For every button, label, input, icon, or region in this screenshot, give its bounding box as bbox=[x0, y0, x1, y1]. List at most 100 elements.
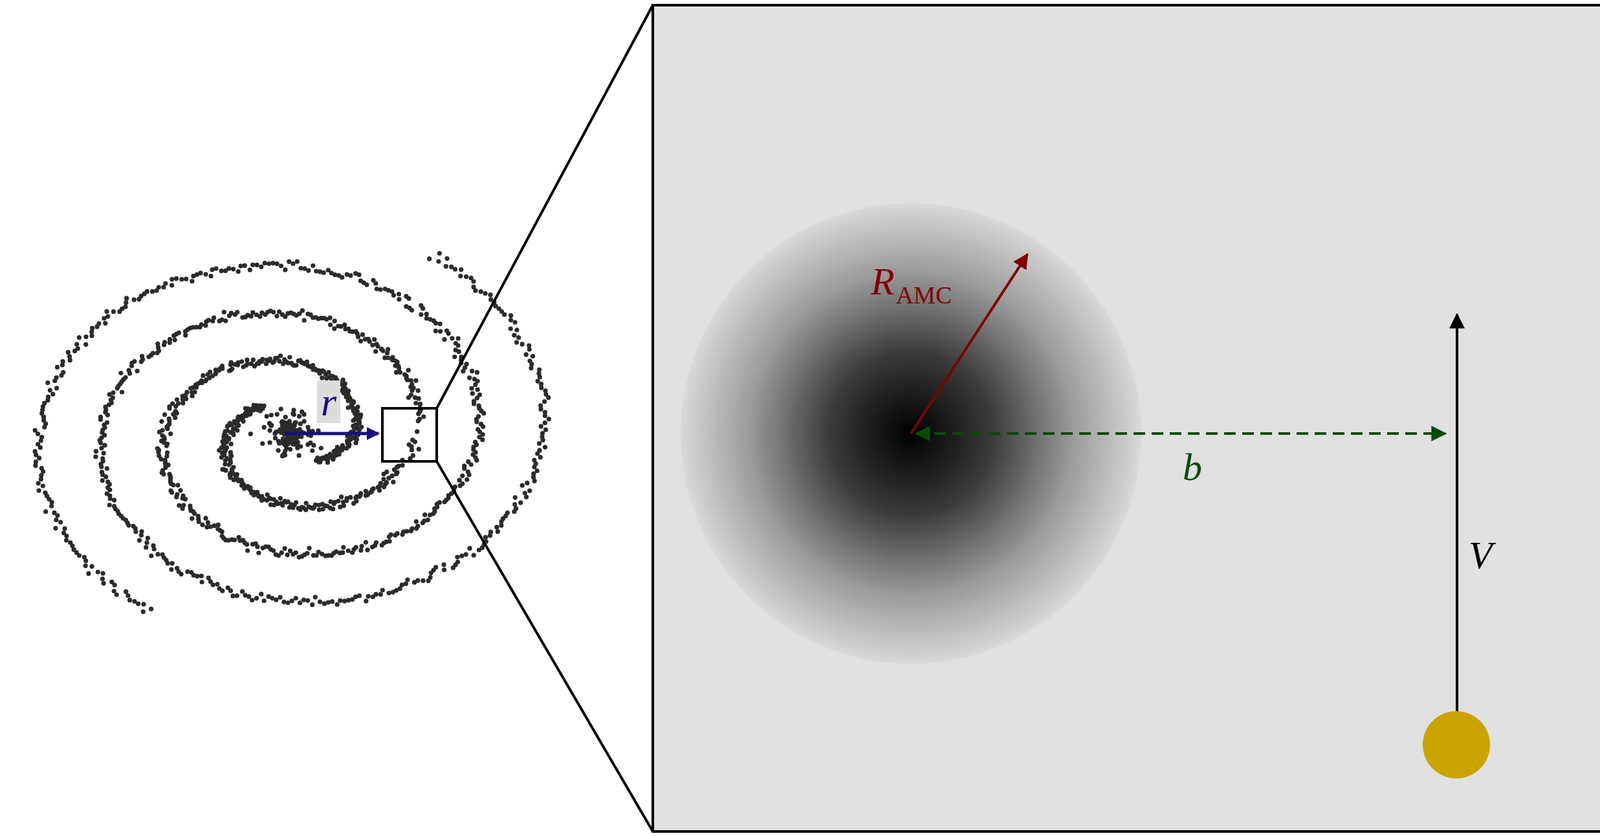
star-dot bbox=[472, 439, 478, 445]
star-dot bbox=[228, 362, 233, 367]
star-dot bbox=[358, 278, 363, 283]
star-dot bbox=[107, 502, 112, 508]
star-dot bbox=[210, 582, 216, 587]
star-dot bbox=[172, 415, 178, 420]
star-dot bbox=[346, 548, 351, 554]
star-dot bbox=[396, 291, 402, 297]
star-dot bbox=[269, 412, 274, 418]
star-dot bbox=[125, 593, 131, 598]
star-dot bbox=[370, 278, 376, 283]
star-dot bbox=[276, 448, 281, 453]
star-dot bbox=[456, 335, 461, 341]
star-dot bbox=[281, 451, 286, 457]
star-dot bbox=[278, 263, 284, 268]
star-dot bbox=[74, 342, 79, 347]
star-dot bbox=[319, 375, 325, 380]
star-dot bbox=[293, 500, 299, 505]
star-dot bbox=[328, 322, 333, 327]
star-dot bbox=[127, 371, 132, 376]
star-dot bbox=[93, 449, 99, 454]
star-dot bbox=[390, 473, 395, 479]
star-dot bbox=[154, 350, 160, 356]
star-dot bbox=[168, 431, 173, 437]
star-dot bbox=[112, 582, 118, 588]
star-dot bbox=[296, 358, 301, 363]
star-dot bbox=[219, 454, 224, 460]
star-dot bbox=[143, 544, 149, 550]
star-dot bbox=[54, 364, 60, 370]
star-dot bbox=[83, 342, 88, 347]
star-dot bbox=[170, 482, 176, 488]
star-dot bbox=[282, 267, 288, 272]
star-dot bbox=[366, 593, 371, 599]
star-dot bbox=[104, 309, 109, 314]
star-dot bbox=[277, 427, 283, 432]
star-dot bbox=[358, 547, 363, 553]
star-dot bbox=[165, 560, 171, 566]
star-dot bbox=[101, 580, 107, 586]
star-dot bbox=[463, 361, 469, 367]
star-dot bbox=[460, 481, 465, 486]
star-dot bbox=[524, 480, 530, 486]
star-dot bbox=[36, 488, 42, 494]
star-dot bbox=[542, 388, 548, 393]
star-dot bbox=[406, 368, 411, 373]
star-dot bbox=[357, 593, 362, 598]
star-dot bbox=[254, 544, 260, 549]
star-dot bbox=[513, 505, 519, 511]
star-dot bbox=[100, 478, 105, 483]
star-dot bbox=[95, 569, 101, 574]
star-dot bbox=[221, 309, 227, 315]
star-dot bbox=[410, 437, 415, 442]
zoom-line bbox=[436, 5, 653, 409]
star-dot bbox=[169, 490, 175, 495]
star-dot bbox=[180, 400, 186, 406]
star-dot bbox=[536, 447, 542, 453]
star-dot bbox=[177, 487, 183, 493]
star-dot bbox=[171, 333, 176, 338]
star-dot bbox=[145, 535, 151, 541]
star-dot bbox=[404, 528, 409, 534]
star-dot bbox=[524, 351, 529, 357]
star-dot bbox=[65, 350, 71, 355]
star-dot bbox=[353, 271, 358, 276]
star-dot bbox=[152, 546, 157, 552]
star-dot bbox=[467, 375, 472, 380]
star-dot bbox=[309, 448, 315, 453]
star-dot bbox=[373, 540, 379, 545]
star-dot bbox=[332, 318, 338, 324]
star-dot bbox=[270, 260, 275, 266]
star-dot bbox=[465, 469, 471, 475]
star-dot bbox=[62, 526, 68, 531]
star-dot bbox=[449, 264, 454, 270]
star-dot bbox=[428, 575, 433, 580]
star-dot bbox=[416, 388, 421, 393]
star-dot bbox=[98, 445, 104, 451]
radius-amc-subscript: AMC bbox=[896, 282, 953, 308]
star-dot bbox=[505, 510, 510, 516]
star-dot bbox=[114, 591, 120, 597]
star-dot bbox=[305, 598, 310, 603]
star-dot bbox=[409, 382, 415, 387]
star-dot bbox=[512, 502, 517, 507]
star-dot bbox=[271, 547, 276, 553]
star-dot bbox=[396, 296, 402, 302]
star-dot bbox=[328, 451, 333, 457]
star-dot bbox=[417, 401, 423, 407]
star-dot bbox=[441, 337, 447, 342]
star-dot bbox=[76, 335, 82, 340]
star-dot bbox=[263, 361, 269, 367]
star-dot bbox=[542, 410, 548, 415]
star-dot bbox=[242, 263, 248, 268]
star-dot bbox=[47, 388, 53, 393]
star-dot bbox=[298, 421, 303, 426]
star-dot bbox=[385, 346, 391, 352]
star-dot bbox=[283, 414, 288, 420]
star-dot bbox=[40, 483, 46, 488]
star-dot bbox=[76, 553, 82, 558]
star-dot bbox=[403, 581, 409, 587]
star-dot bbox=[42, 425, 47, 430]
star-dot bbox=[203, 515, 208, 521]
star-dot bbox=[518, 500, 523, 505]
